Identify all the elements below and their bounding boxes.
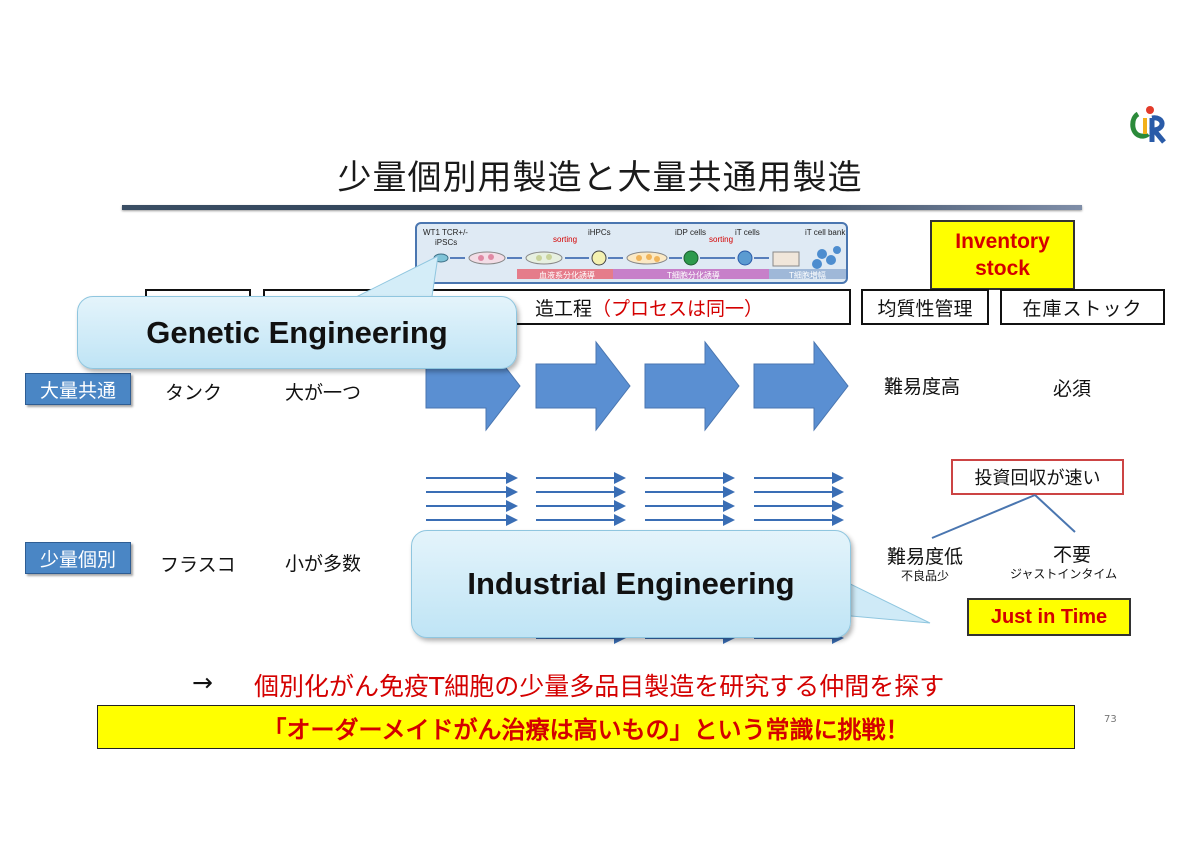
title-divider: [122, 205, 1082, 210]
small-stock-note: ジャストインタイム: [1010, 567, 1118, 581]
slide-title: 少量個別用製造と大量共通用製造: [337, 158, 863, 198]
genetic-engineering-callout: Genetic Engineering: [77, 296, 517, 369]
small-process-arrows: [426, 472, 844, 644]
process-strip: WT1 TCR+/- iPSCs iHPCs iDP cells iT cell…: [415, 222, 848, 284]
strip-bank-label: iT cell bank: [805, 228, 846, 237]
industrial-engineering-callout: Industrial Engineering: [411, 530, 851, 638]
strip-band-2: T細胞分化誘導: [667, 271, 720, 280]
strip-start-label2: iPSCs: [435, 238, 458, 247]
big-arrow-3: [644, 340, 740, 432]
strip-sorting-1: sorting: [553, 235, 578, 244]
quick-return-box: 投資回収が速い: [951, 459, 1124, 495]
bottom-message: 個別化がん免疫T細胞の少量多品目製造を研究する仲間を探す: [254, 672, 945, 701]
page-number: 73: [1104, 714, 1117, 725]
mass-stock: 必須: [1053, 378, 1092, 400]
big-arrow-4: [753, 340, 849, 432]
strip-ihpcs-label: iHPCs: [588, 228, 611, 237]
industrial-callout-tail: [840, 578, 931, 624]
strip-sorting-2: sorting: [709, 235, 734, 244]
header-box-quality: 均質性管理: [861, 289, 989, 325]
just-in-time-box: Just in Time: [967, 598, 1131, 636]
cell-culture-icons: [433, 246, 846, 279]
small-vessel: フラスコ: [160, 554, 236, 576]
bottom-arrow: →: [192, 668, 213, 697]
challenge-banner: 「オーダーメイドがん治療は高いもの」という常識に挑戦！: [97, 705, 1075, 749]
strip-band-3: T細胞増幅: [789, 271, 826, 280]
strip-it-label: iT cells: [735, 228, 760, 237]
header-process-label: 造工程: [534, 297, 592, 320]
strip-band-1: 血液系分化誘導: [539, 271, 595, 280]
cira-logo: [1130, 106, 1166, 144]
big-arrow-2: [535, 340, 631, 432]
strip-start-label: WT1 TCR+/-: [423, 228, 468, 237]
header-box-stock: 在庫ストック: [1000, 289, 1165, 325]
mass-difficulty: 難易度高: [884, 376, 961, 398]
mass-scale: 大が一つ: [285, 382, 362, 404]
strip-idp-label: iDP cells: [675, 228, 706, 237]
inventory-stock-box: Inventory stock: [930, 220, 1075, 290]
row-label-mass: 大量共通: [25, 373, 131, 405]
small-difficulty: 難易度低: [887, 546, 964, 568]
small-scale: 小が多数: [285, 553, 362, 575]
mass-vessel: タンク: [165, 382, 223, 404]
small-stock: 不要: [1053, 544, 1092, 566]
small-difficulty-note: 不良品少: [901, 569, 950, 583]
row-label-small: 少量個別: [25, 542, 131, 574]
header-process-note: （プロセスは同一）: [591, 297, 763, 320]
return-connectors: [931, 494, 1076, 539]
